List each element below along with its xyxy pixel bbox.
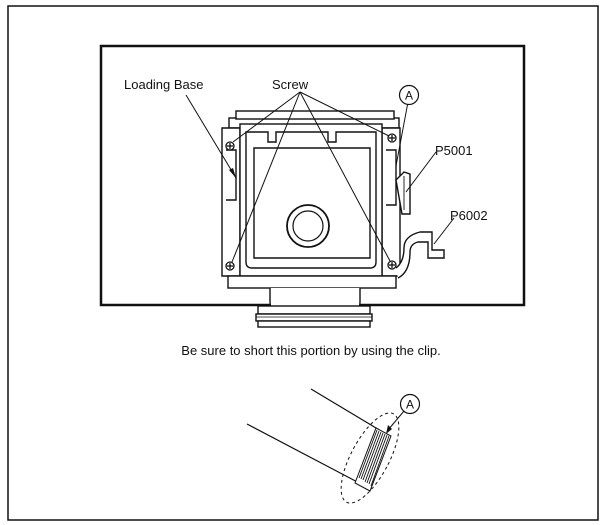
label-p6002: P6002 (450, 208, 488, 223)
label-screw: Screw (272, 77, 309, 92)
callout-a-top-label: A (405, 89, 413, 103)
flex-cable-p6002 (395, 231, 445, 279)
dashed-highlight-ellipse (340, 412, 400, 504)
callout-a-top: A (398, 84, 420, 106)
screw-bottom-right (387, 260, 397, 270)
screw-top-right (387, 133, 397, 143)
flex-cable-detail: A (246, 388, 421, 504)
label-p5001: P5001 (435, 143, 473, 158)
screw-top-left (225, 141, 235, 151)
leader-lines (185, 91, 455, 263)
screw-bottom-left (225, 261, 235, 271)
loading-base-mechanism (221, 110, 445, 328)
label-loading-base: Loading Base (124, 77, 204, 92)
callout-a-bottom-label: A (406, 398, 414, 412)
caption: Be sure to short this portion by using t… (181, 343, 440, 358)
connector-p5001 (395, 171, 411, 215)
